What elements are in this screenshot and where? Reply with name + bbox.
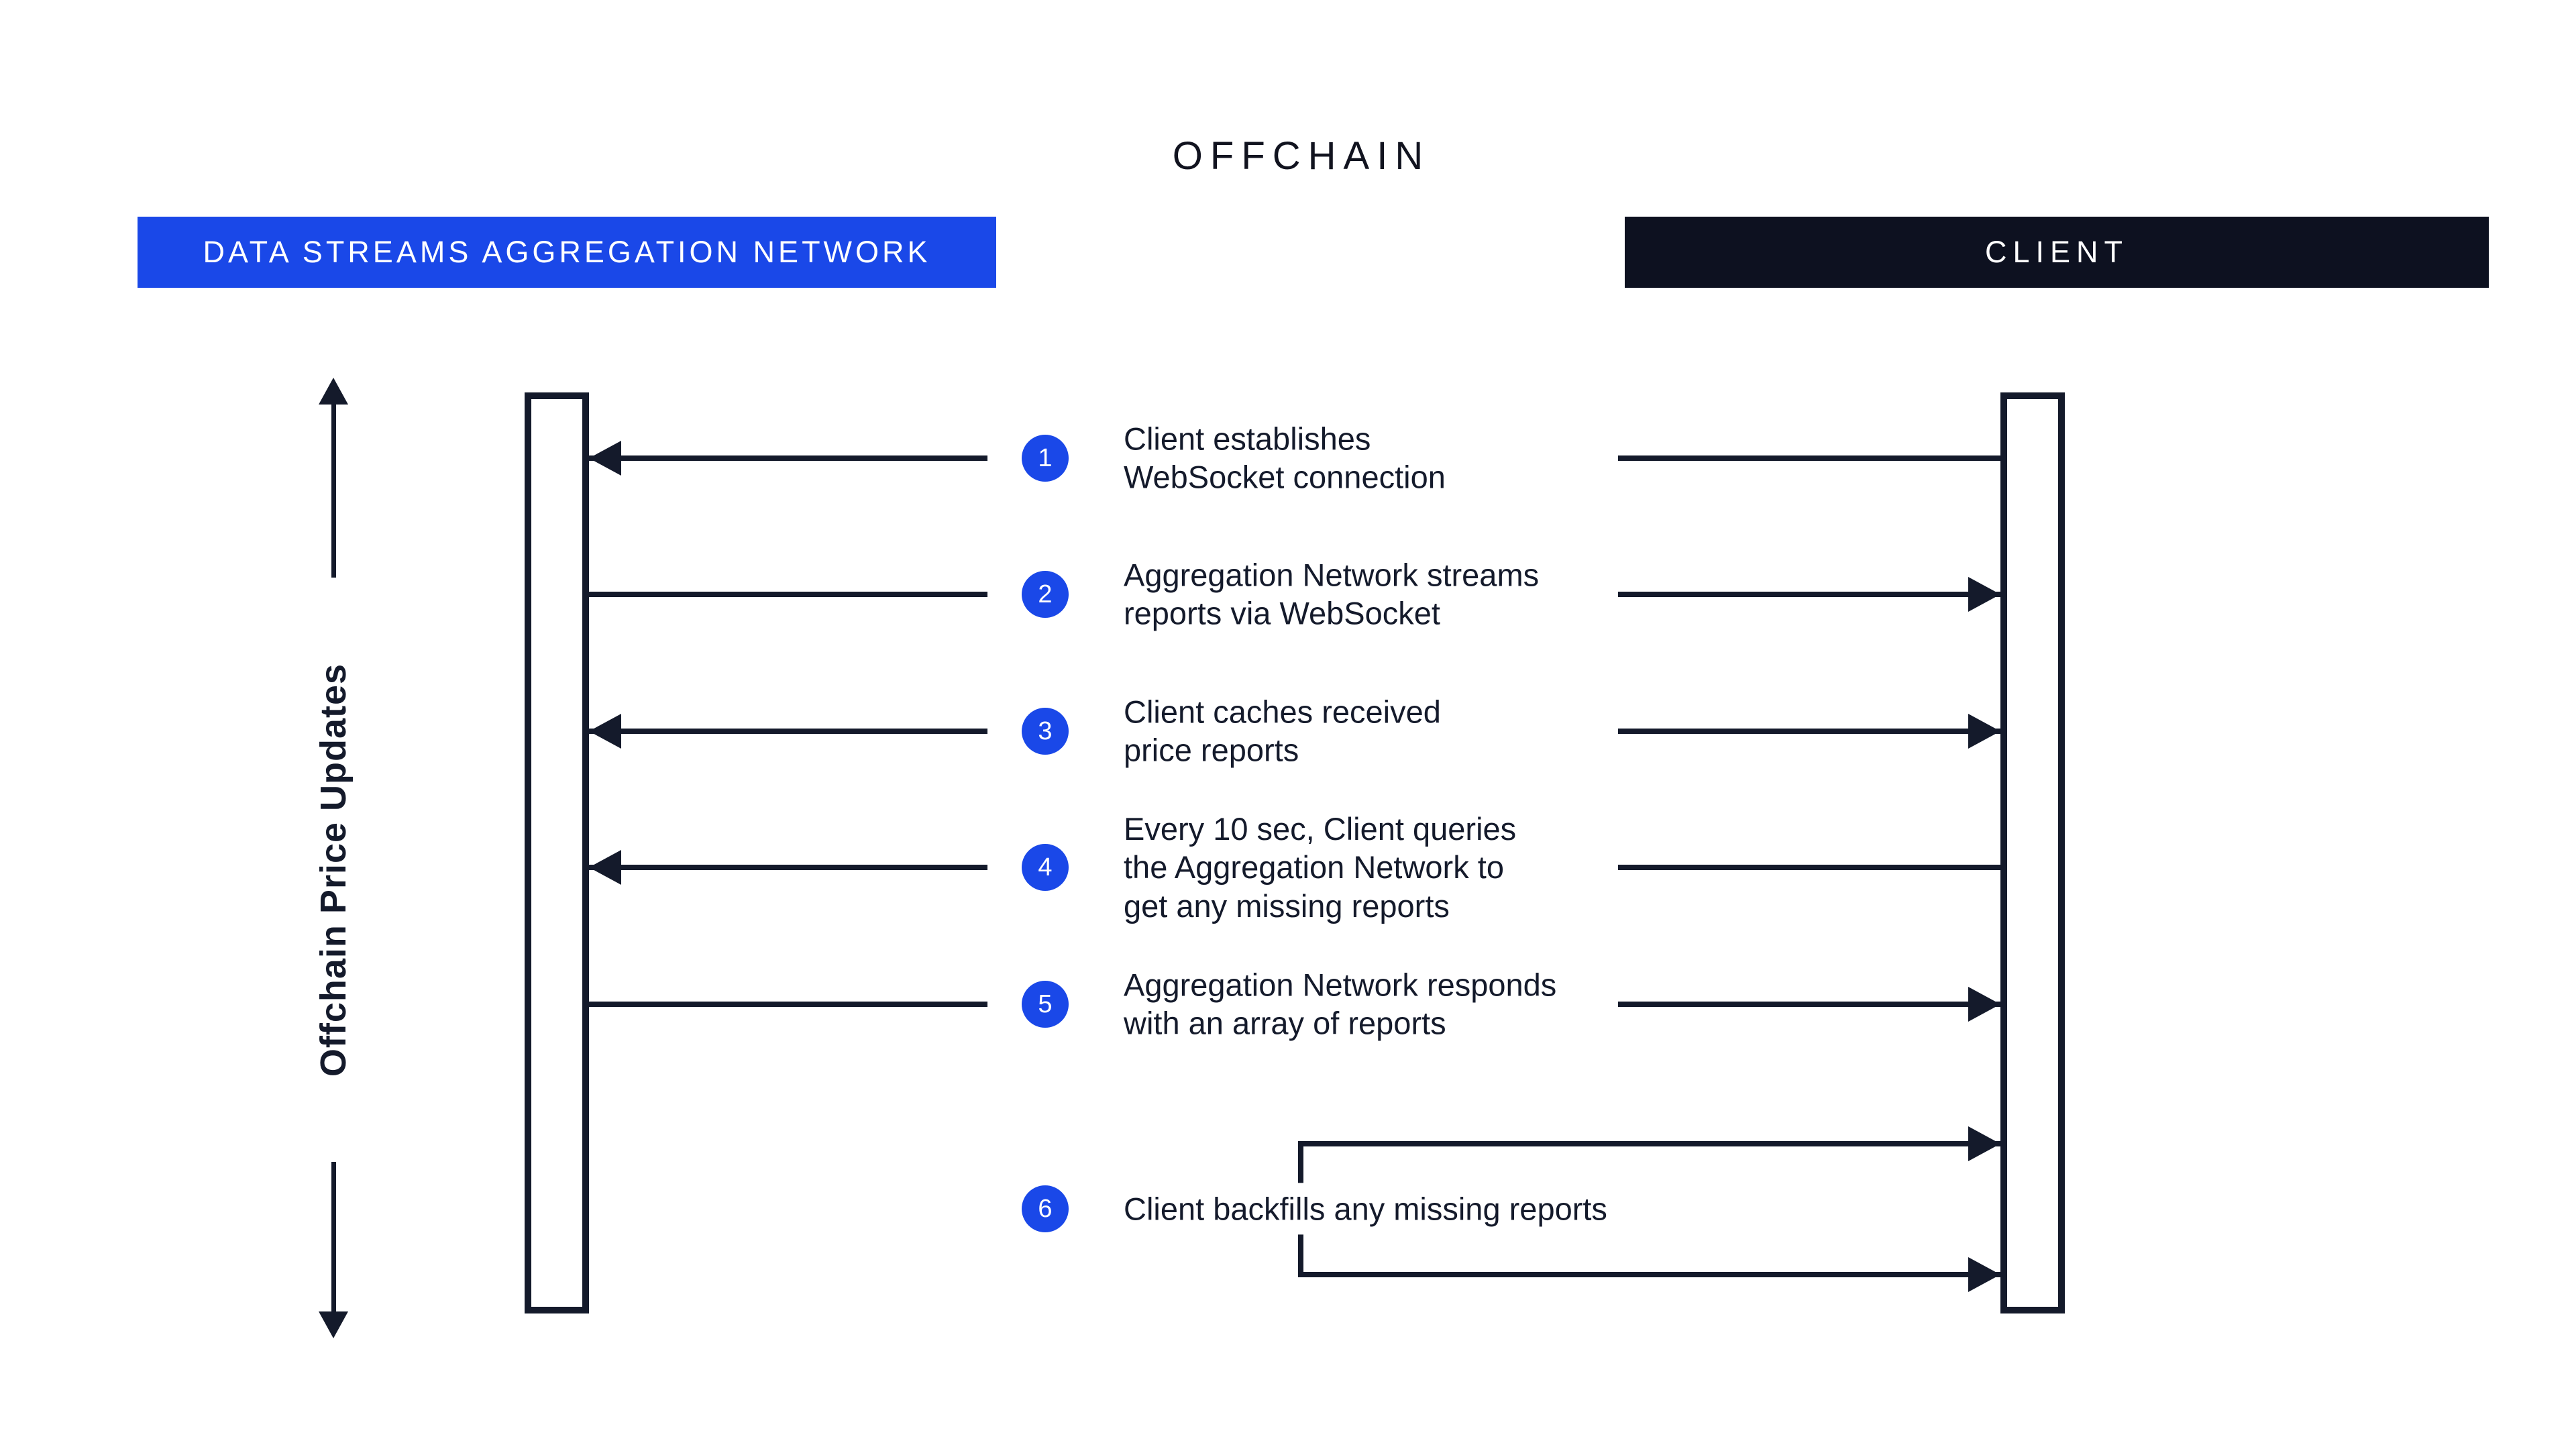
step-2-badge: 2	[1022, 571, 1069, 618]
step-3-badge: 3	[1022, 708, 1069, 755]
step-4-line-right	[1618, 865, 2000, 870]
side-arrow-shaft-bottom	[331, 1162, 336, 1312]
step-3-arrow-left	[589, 729, 987, 734]
step-6-loop-top-arrow	[1298, 1141, 2000, 1146]
step-5-label: Aggregation Network responds with an arr…	[1124, 967, 1557, 1041]
step-6-badge: 6	[1022, 1185, 1069, 1232]
step-5-badge: 5	[1022, 981, 1069, 1028]
client-lifeline	[2000, 392, 2065, 1313]
step-6-loop-bottom-arrow	[1298, 1272, 2000, 1277]
side-axis-label: Offchain Price Updates	[313, 663, 354, 1077]
step-2-label: Aggregation Network streams reports via …	[1124, 557, 1540, 631]
step-1-line-right	[1618, 455, 2000, 461]
step-5-arrow-right	[1618, 1002, 2000, 1007]
step-1-badge: 1	[1022, 435, 1069, 482]
step-2-line-left	[589, 592, 987, 597]
step-4-badge: 4	[1022, 844, 1069, 891]
step-5-line-left	[589, 1002, 987, 1007]
network-actor-banner: DATA STREAMS AGGREGATION NETWORK	[138, 217, 996, 288]
step-1-label: Client establishes WebSocket connection	[1124, 421, 1446, 495]
step-3-label: Client caches received price reports	[1124, 694, 1441, 768]
up-arrowhead-icon	[319, 378, 348, 405]
step-2-arrow-right	[1618, 592, 2000, 597]
page-title: OFFCHAIN	[1172, 134, 1431, 178]
step-4-arrow-left	[589, 865, 987, 870]
client-actor-banner: CLIENT	[1625, 217, 2489, 288]
step-1-arrow-left	[589, 455, 987, 461]
step-6-label: Client backfills any missing reports	[1124, 1183, 1626, 1235]
network-lifeline	[525, 392, 589, 1313]
step-4-label: Every 10 sec, Client queries the Aggrega…	[1124, 811, 1517, 924]
step-3-arrow-right	[1618, 729, 2000, 734]
down-arrowhead-icon	[319, 1311, 348, 1338]
side-arrow-shaft-top	[331, 403, 336, 578]
